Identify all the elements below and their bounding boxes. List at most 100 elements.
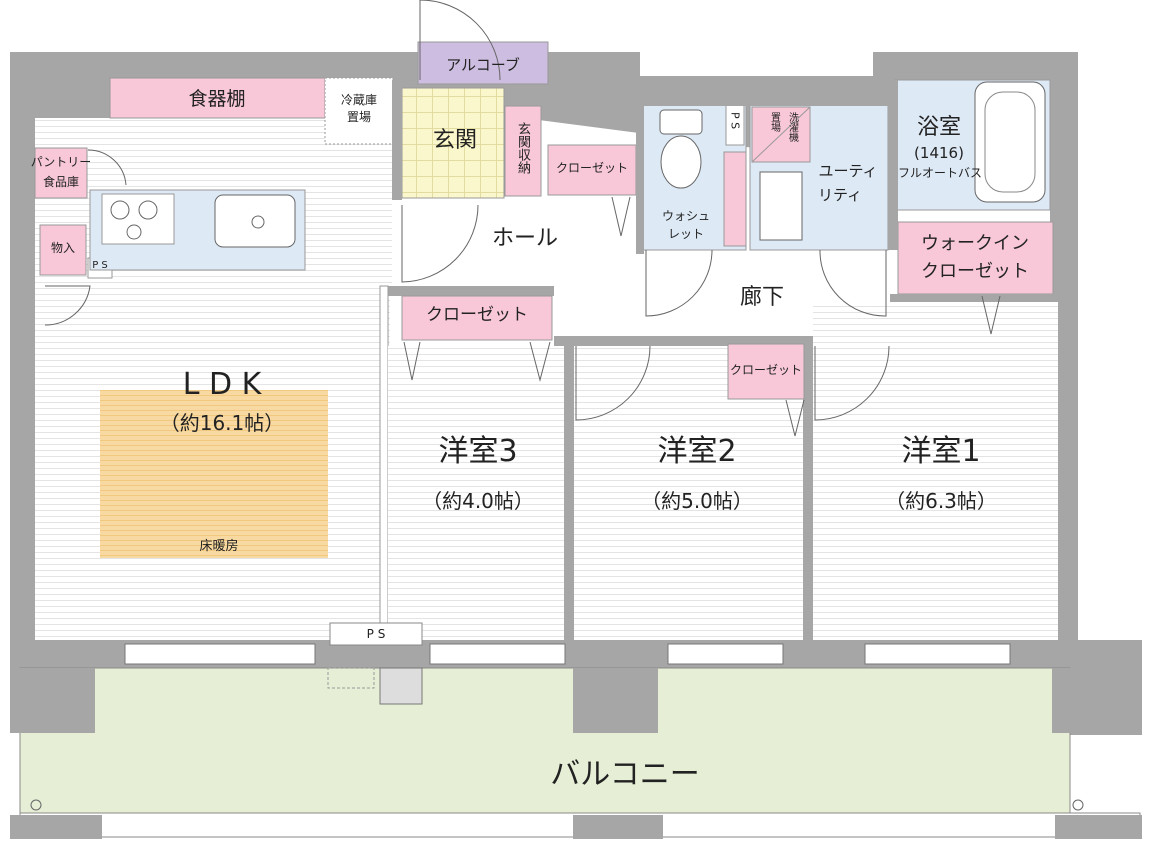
- door-hall: [401, 204, 479, 283]
- bathtub-inner: [984, 91, 1036, 193]
- label-room2-size: （約5.0帖）: [641, 489, 753, 513]
- window-room1: [864, 643, 1011, 665]
- label-ps-bottom: P S: [366, 627, 386, 641]
- floor-heating: [100, 390, 328, 558]
- pantry: [34, 147, 88, 199]
- closet-room2: [727, 343, 805, 400]
- wall-toilet-top: [636, 98, 888, 106]
- closet-room3: [401, 295, 553, 341]
- wall-left: [10, 52, 35, 730]
- wall-entry-left: [392, 80, 402, 200]
- wall-top-mid: [548, 52, 640, 80]
- label-closet-hall: クローゼット: [555, 161, 629, 175]
- wall-ldk-room3: [379, 285, 389, 641]
- label-bath-type: フルオートバス: [897, 166, 983, 180]
- wall-wic-bottom: [890, 294, 1060, 302]
- label-utility-l1: ユーティ: [818, 162, 878, 180]
- wic: [897, 221, 1054, 295]
- window-room2: [667, 643, 784, 665]
- label-room1: 洋室1: [901, 434, 981, 469]
- wall-toilet-left: [636, 104, 644, 254]
- label-bath: 浴室: [916, 115, 962, 140]
- room3-floor: [388, 346, 564, 640]
- label-pantry-l1: パントリー: [30, 155, 92, 169]
- closet-door-wic: [981, 295, 1001, 335]
- entrance-tiles: [401, 87, 505, 199]
- window-ldk: [124, 643, 316, 665]
- burner-2: [138, 200, 158, 220]
- balcony-pillar-1: [573, 668, 658, 733]
- storage: [39, 224, 87, 276]
- label-bath-size: (1416): [914, 144, 964, 162]
- balcony-post-1: [10, 815, 102, 839]
- label-alcove: アルコーブ: [446, 56, 520, 74]
- balcony-pillar-0: [10, 668, 95, 733]
- closet-door-hall: [611, 196, 631, 237]
- toilet-bowl: [660, 135, 702, 189]
- wall-r2r1: [803, 336, 813, 640]
- label-room1-size: （約6.3帖）: [885, 489, 997, 513]
- label-entrance-storage: 玄関収納: [514, 122, 530, 174]
- toilet-tank: [659, 109, 703, 135]
- cooktop: [101, 193, 175, 245]
- label-closet-room2: クローゼット: [729, 363, 803, 377]
- outdoor-unit: [379, 667, 423, 705]
- label-ps-top: P S: [728, 112, 742, 130]
- outdoor-hatch: [327, 667, 375, 689]
- wall-corridor-bottom: [554, 336, 894, 346]
- door-utility: [819, 249, 887, 317]
- wall-r3r2: [564, 336, 574, 640]
- bathtub: [974, 81, 1046, 203]
- wall-bath-left: [888, 80, 898, 250]
- drain-right: [1072, 799, 1084, 811]
- label-storage: 物入: [50, 241, 76, 255]
- label-fridge-l1: 冷蔵庫: [340, 93, 378, 107]
- label-fridge-l2: 置場: [346, 110, 372, 124]
- window-room3: [429, 643, 566, 665]
- label-room3-size: （約4.0帖）: [422, 489, 534, 513]
- label-laundry-l2: 洗濯機: [786, 112, 798, 142]
- label-washlet-l1: ウォシュ: [661, 209, 711, 223]
- closet-door-r3b: [529, 341, 551, 382]
- label-balcony: バルコニー: [550, 757, 700, 792]
- washbasin: [759, 171, 803, 241]
- burner-1: [110, 200, 130, 220]
- door-toilet: [645, 249, 713, 317]
- label-laundry-l1: 置場: [768, 112, 780, 132]
- toilet-shelf: [723, 151, 747, 247]
- balcony-post-2: [573, 815, 663, 839]
- label-washlet-l2: レット: [667, 227, 705, 241]
- closet-door-r3a: [403, 341, 421, 381]
- ps-bottom: [329, 622, 423, 646]
- door-room1: [814, 345, 890, 421]
- wall-top-left: [10, 52, 418, 80]
- balcony-floor: [19, 667, 1071, 814]
- label-hall: ホール: [491, 226, 559, 251]
- entrance-storage: [504, 105, 542, 197]
- laundry-diagonal: [751, 106, 811, 163]
- door-pantry: [87, 149, 127, 186]
- label-entrance: 玄関: [432, 128, 478, 153]
- wall-hall-bottom: [382, 286, 554, 296]
- label-ldk-size: （約16.1帖）: [159, 411, 285, 435]
- closet-hall: [547, 144, 637, 196]
- label-pantry-l2: 食品庫: [42, 175, 80, 189]
- label-closet-room3: クローゼット: [426, 305, 528, 325]
- closet-door-r2: [785, 399, 805, 437]
- label-ldk: L D K: [182, 367, 262, 402]
- label-room3: 洋室3: [438, 434, 518, 469]
- label-floor-heating: 床暖房: [199, 539, 239, 554]
- label-room2: 洋室2: [657, 434, 737, 469]
- room1-floor: [813, 302, 1058, 640]
- label-wic-l1: ウォークイン: [921, 233, 1029, 254]
- door-entrance: [419, 0, 501, 81]
- label-wic-l2: クローゼット: [921, 261, 1029, 282]
- sink: [214, 194, 296, 248]
- drain: [251, 215, 265, 229]
- door-ldk: [44, 285, 91, 326]
- wall-top-far: [873, 52, 1058, 80]
- burner-3: [126, 224, 142, 240]
- drain-left: [30, 799, 42, 811]
- label-ps-kitchen: P S: [92, 260, 108, 271]
